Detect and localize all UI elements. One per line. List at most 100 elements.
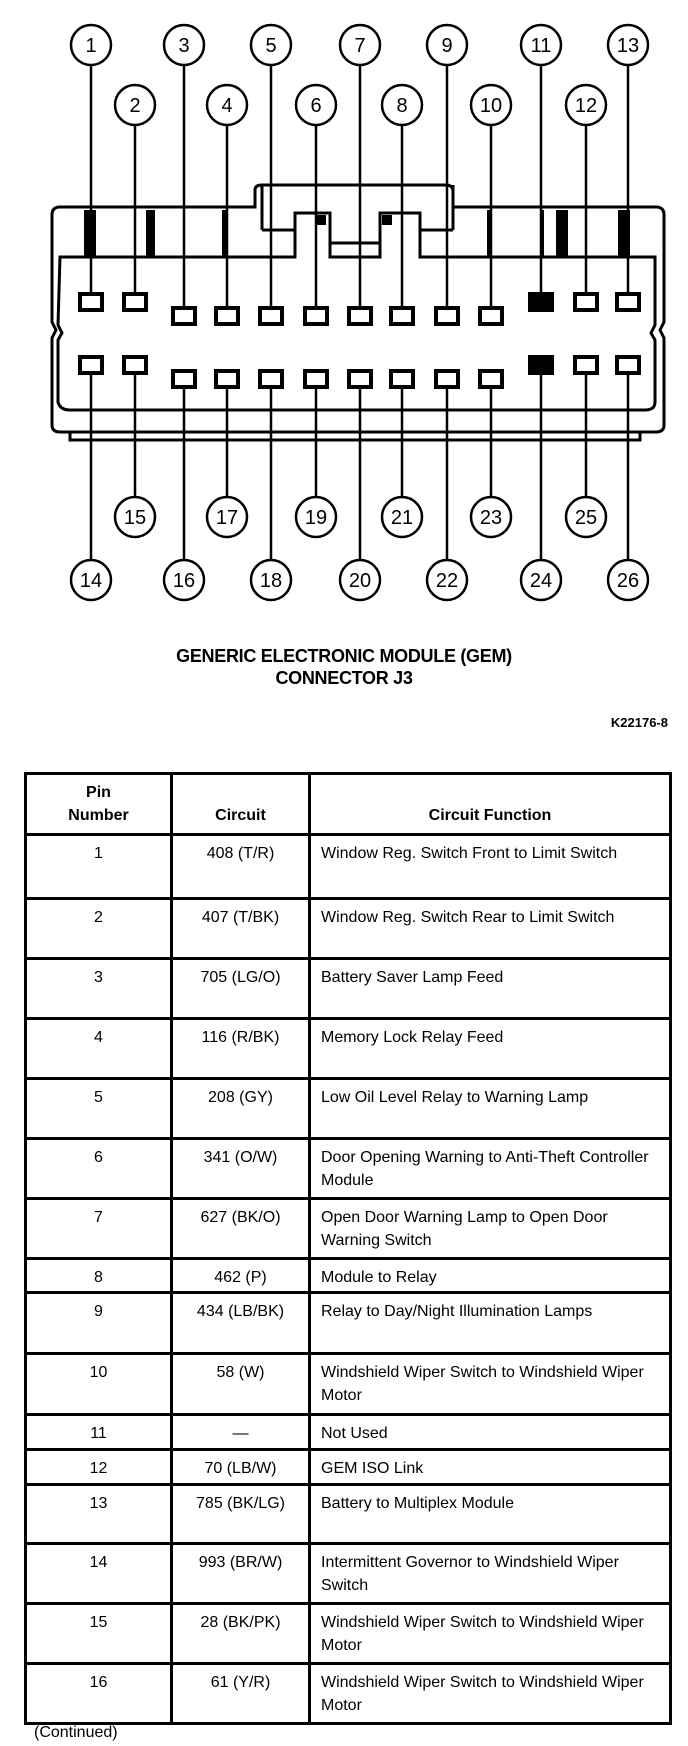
- callout-label: 11: [531, 35, 552, 57]
- pin-11-unused: [528, 292, 554, 312]
- circuit-function-cell: Battery Saver Lamp Feed: [308, 957, 672, 1020]
- continued-note: (Continued): [34, 1724, 118, 1741]
- pin-number-cell: 1: [24, 833, 173, 900]
- circuit-function-cell: GEM ISO Link: [308, 1448, 672, 1486]
- callout-label: 21: [391, 507, 413, 529]
- circuit-function-cell: Open Door Warning Lamp to Open Door Warn…: [308, 1197, 672, 1260]
- connector-diagram: 1234567891011121314151617181920212223242…: [50, 23, 666, 602]
- callout-circle: [338, 23, 382, 67]
- callout-circle: [338, 558, 382, 602]
- callout-circle: [519, 558, 563, 602]
- pin-16: [171, 369, 197, 389]
- circuit-cell: 407 (T/BK): [170, 897, 311, 960]
- pin-number-cell: 9: [24, 1291, 173, 1355]
- circuit-cell: 116 (R/BK): [170, 1017, 311, 1080]
- pin-23: [478, 369, 504, 389]
- pin-number-cell: 5: [24, 1077, 173, 1140]
- circuit-cell: 627 (BK/O): [170, 1197, 311, 1260]
- pin-7: [347, 306, 373, 326]
- circuit-cell: 408 (T/R): [170, 833, 311, 900]
- circuit-function-cell: Module to Relay: [308, 1257, 672, 1294]
- callout-circle: [113, 495, 157, 539]
- callout-circle: [380, 495, 424, 539]
- circuit-function-cell: Window Reg. Switch Front to Limit Switch: [308, 833, 672, 900]
- pin-4: [214, 306, 240, 326]
- pin-22: [434, 369, 460, 389]
- callout-label: 25: [575, 507, 597, 529]
- circuit-cell: 61 (Y/R): [170, 1662, 311, 1725]
- callout-circle: [205, 83, 249, 127]
- pin-number-cell: 13: [24, 1483, 173, 1545]
- circuit-cell: 70 (LB/W): [170, 1448, 311, 1486]
- callout-circle: [162, 23, 206, 67]
- pin-19: [303, 369, 329, 389]
- pin-number-cell: 16: [24, 1662, 173, 1725]
- callout-label: 18: [260, 570, 282, 592]
- callout-circle: [425, 558, 469, 602]
- header-pin-line1: Pin: [86, 784, 111, 801]
- circuit-cell: 208 (GY): [170, 1077, 311, 1140]
- pin-6: [303, 306, 329, 326]
- pin-5: [258, 306, 284, 326]
- callout-label: 15: [124, 507, 146, 529]
- callout-circle: [564, 83, 608, 127]
- callout-label: 17: [216, 507, 238, 529]
- header-pin-line2: Number: [68, 807, 129, 824]
- callout-label: 12: [575, 95, 597, 117]
- circuit-cell: 341 (O/W): [170, 1137, 311, 1200]
- circuit-function-cell: Windshield Wiper Switch to Windshield Wi…: [308, 1662, 672, 1725]
- callout-circle: [380, 83, 424, 127]
- pin-number-cell: 6: [24, 1137, 173, 1200]
- pin-21: [389, 369, 415, 389]
- diagram-subtitle: CONNECTOR J3: [275, 668, 413, 688]
- circuit-function-cell: Windshield Wiper Switch to Windshield Wi…: [308, 1602, 672, 1665]
- circuit-function-cell: Window Reg. Switch Rear to Limit Switch: [308, 897, 672, 960]
- pin-9: [434, 306, 460, 326]
- callout-label: 8: [396, 95, 407, 117]
- figure-code: K22176-8: [610, 715, 668, 730]
- header-circuit-function: Circuit Function: [308, 772, 672, 836]
- callout-circle: [519, 23, 563, 67]
- callout-label: 13: [617, 35, 639, 57]
- callout-circle: [469, 495, 513, 539]
- callout-label: 23: [480, 507, 502, 529]
- connector-body: [50, 183, 666, 442]
- callout-label: 22: [436, 570, 458, 592]
- pin-number-cell: 3: [24, 957, 173, 1020]
- pin-2: [122, 292, 148, 312]
- callout-label: 7: [354, 35, 365, 57]
- circuit-cell: 28 (BK/PK): [170, 1602, 311, 1665]
- callout-label: 16: [173, 570, 195, 592]
- callout-circle: [425, 23, 469, 67]
- callout-label: 5: [265, 35, 276, 57]
- callout-circle: [294, 83, 338, 127]
- pin-15: [122, 355, 148, 375]
- pin-17: [214, 369, 240, 389]
- callout-label: 10: [480, 95, 502, 117]
- circuit-function-cell: Relay to Day/Night Illumination Lamps: [308, 1291, 672, 1355]
- callout-label: 20: [349, 570, 371, 592]
- circuit-function-cell: Not Used: [308, 1413, 672, 1451]
- pin-1: [78, 292, 104, 312]
- header-circuit: Circuit: [170, 772, 311, 836]
- circuit-cell: —: [170, 1413, 311, 1451]
- diagram-title: GENERIC ELECTRONIC MODULE (GEM): [176, 646, 512, 666]
- callout-circle: [69, 23, 113, 67]
- circuit-cell: 462 (P): [170, 1257, 311, 1294]
- circuit-cell: 58 (W): [170, 1352, 311, 1416]
- pin-12: [573, 292, 599, 312]
- pin-25: [573, 355, 599, 375]
- pin-20: [347, 369, 373, 389]
- pin-26: [615, 355, 641, 375]
